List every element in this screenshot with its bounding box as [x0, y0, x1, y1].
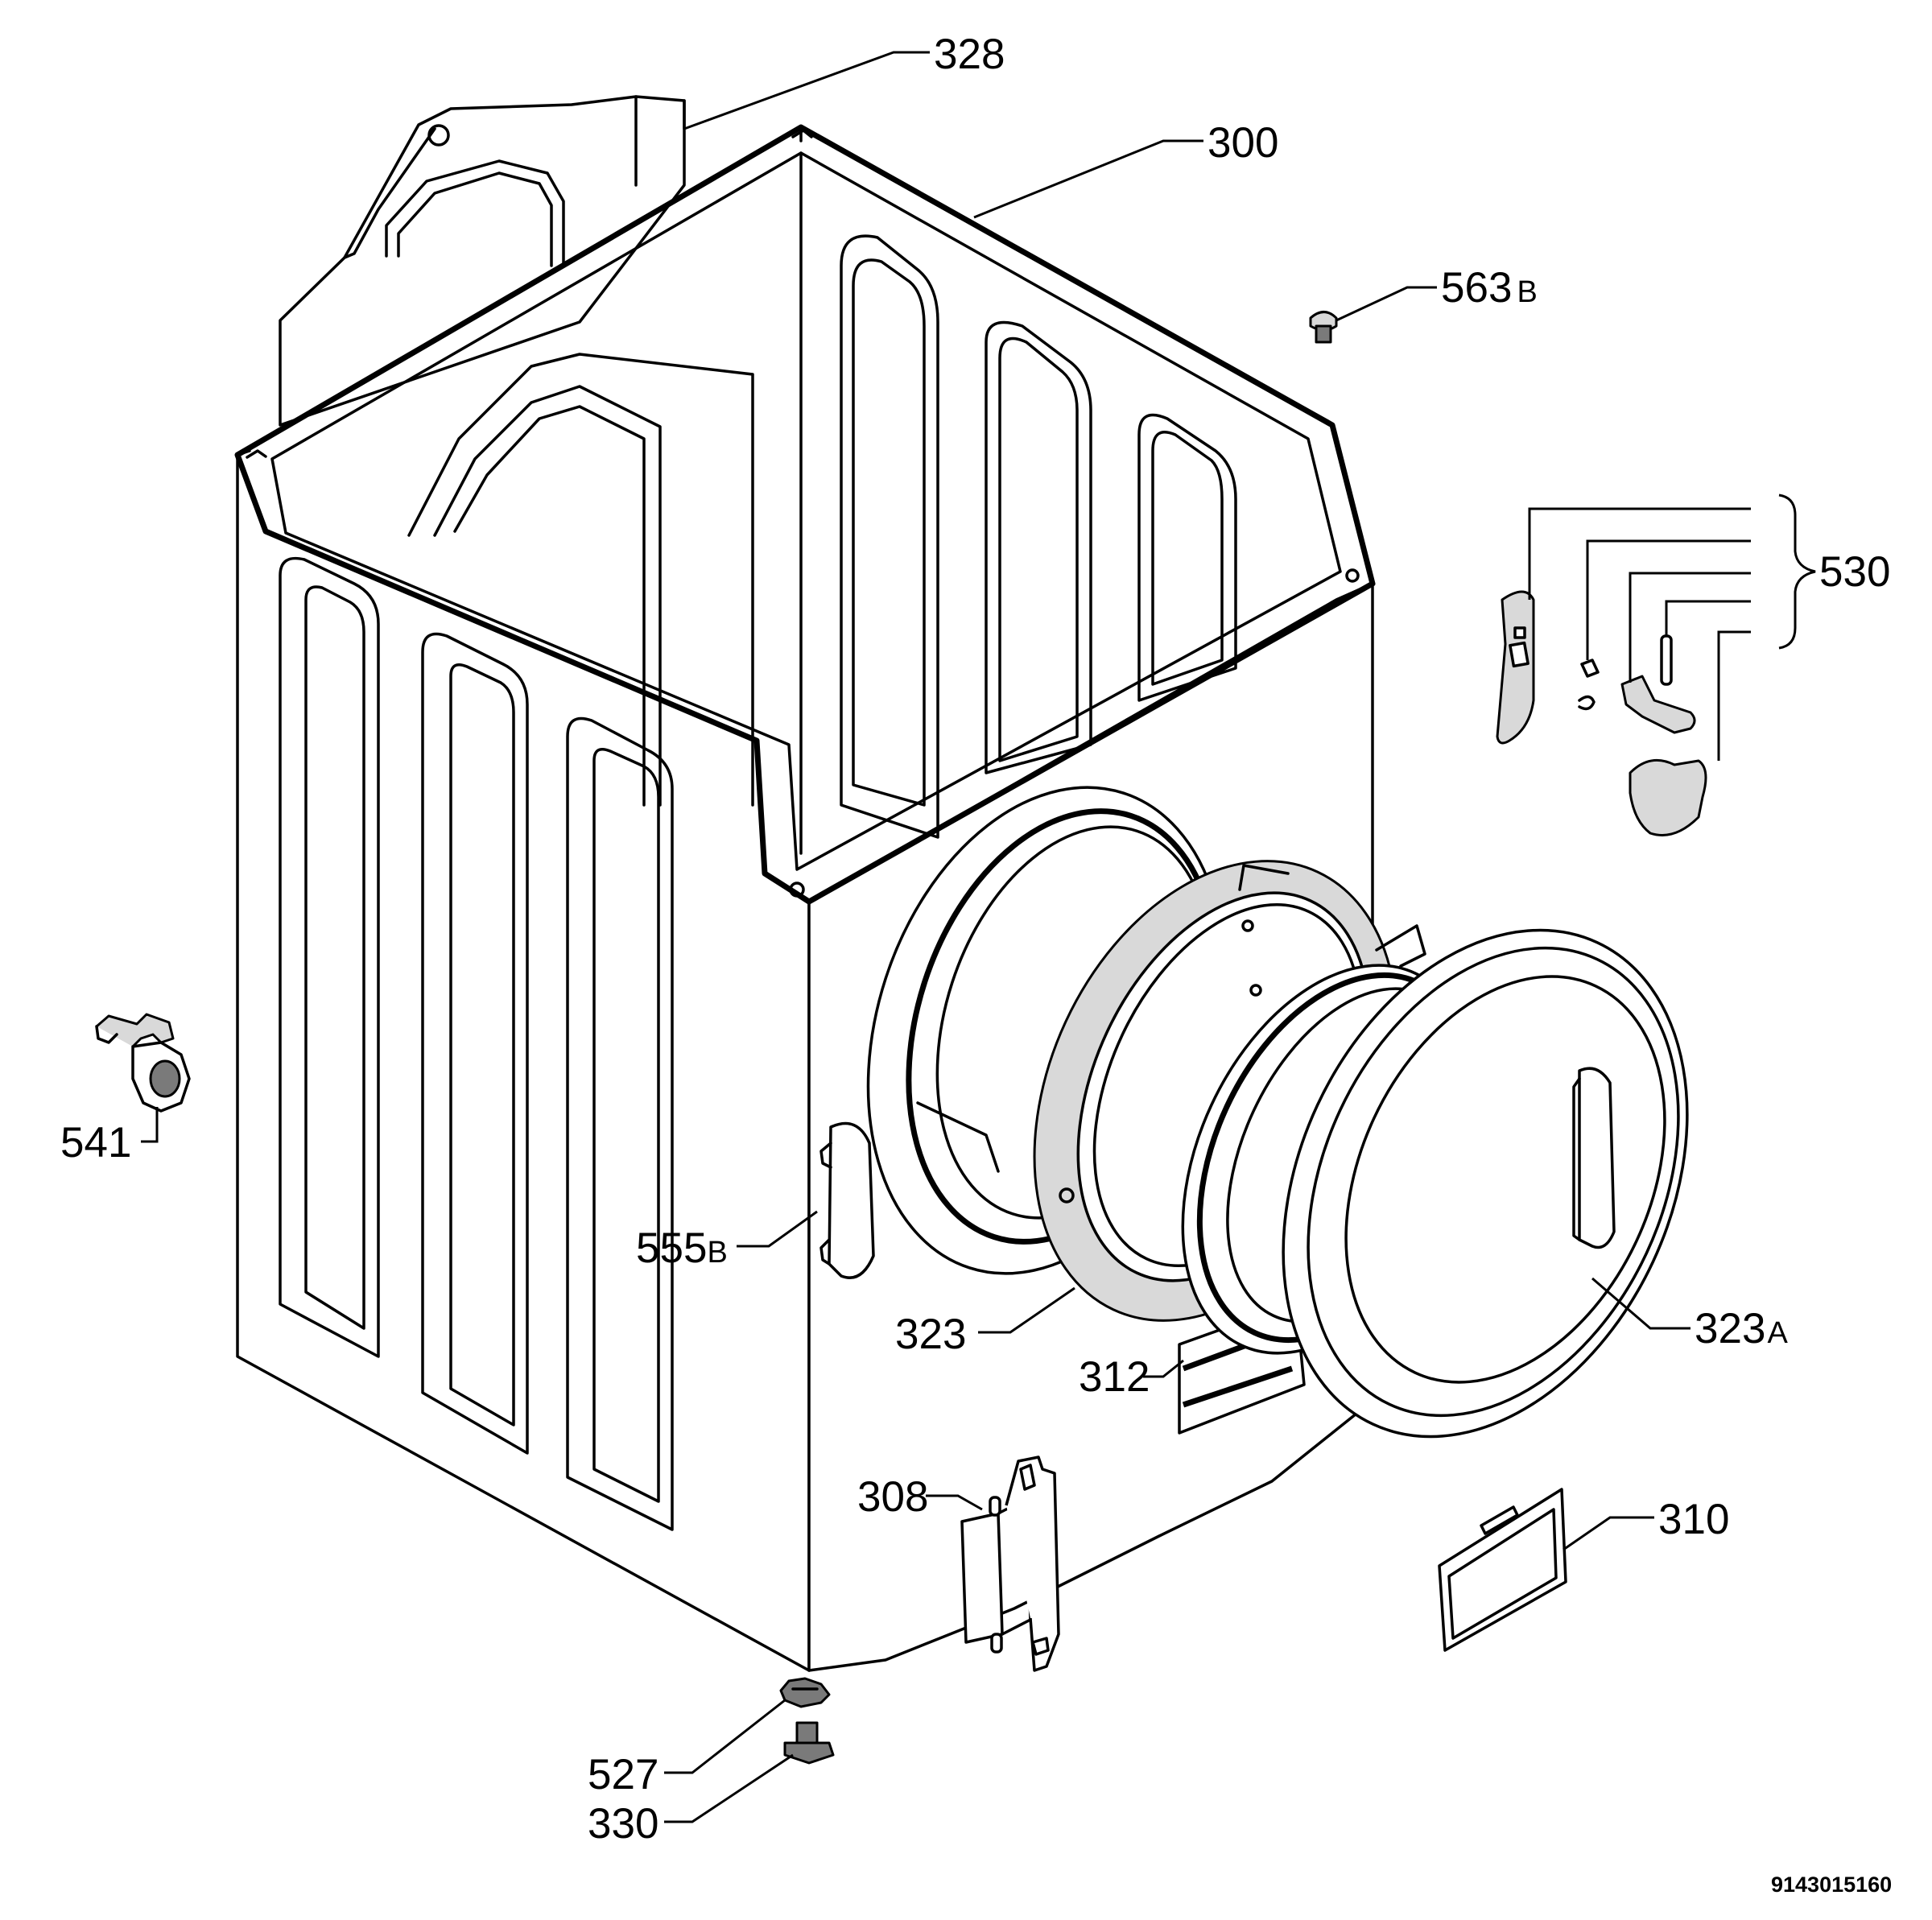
filter-flap-part: [1438, 1488, 1567, 1652]
leader-lines: [141, 51, 1816, 1823]
label-323a: 323A: [1695, 1305, 1788, 1352]
drawing-code: 9143015160: [1771, 1873, 1892, 1897]
label-323a-suffix: A: [1767, 1316, 1788, 1350]
label-310: 310: [1658, 1496, 1729, 1543]
label-300: 300: [1208, 119, 1278, 167]
suppressor-part: [95, 1013, 191, 1113]
label-527: 527: [588, 1751, 658, 1798]
screw-part: [1309, 311, 1338, 344]
label-563b-number: 563: [1441, 264, 1512, 312]
label-563b-suffix: B: [1517, 275, 1537, 309]
label-530: 530: [1819, 548, 1890, 596]
hinge-part: [960, 1455, 1060, 1672]
rear-cover-part: [279, 95, 686, 427]
label-323: 323: [895, 1311, 966, 1358]
door-ring-part: [1282, 928, 1689, 1439]
foot-part: [779, 1677, 835, 1765]
label-555b-suffix: B: [707, 1236, 727, 1270]
label-308: 308: [857, 1473, 928, 1521]
label-312: 312: [1079, 1353, 1150, 1401]
label-328: 328: [934, 31, 1005, 78]
label-323a-number: 323: [1695, 1305, 1765, 1352]
door-lock-assembly-part: [1496, 590, 1707, 836]
label-555b-number: 555: [636, 1224, 707, 1272]
label-555b: 555B: [636, 1224, 728, 1272]
label-330: 330: [588, 1800, 658, 1848]
label-541: 541: [60, 1119, 131, 1166]
